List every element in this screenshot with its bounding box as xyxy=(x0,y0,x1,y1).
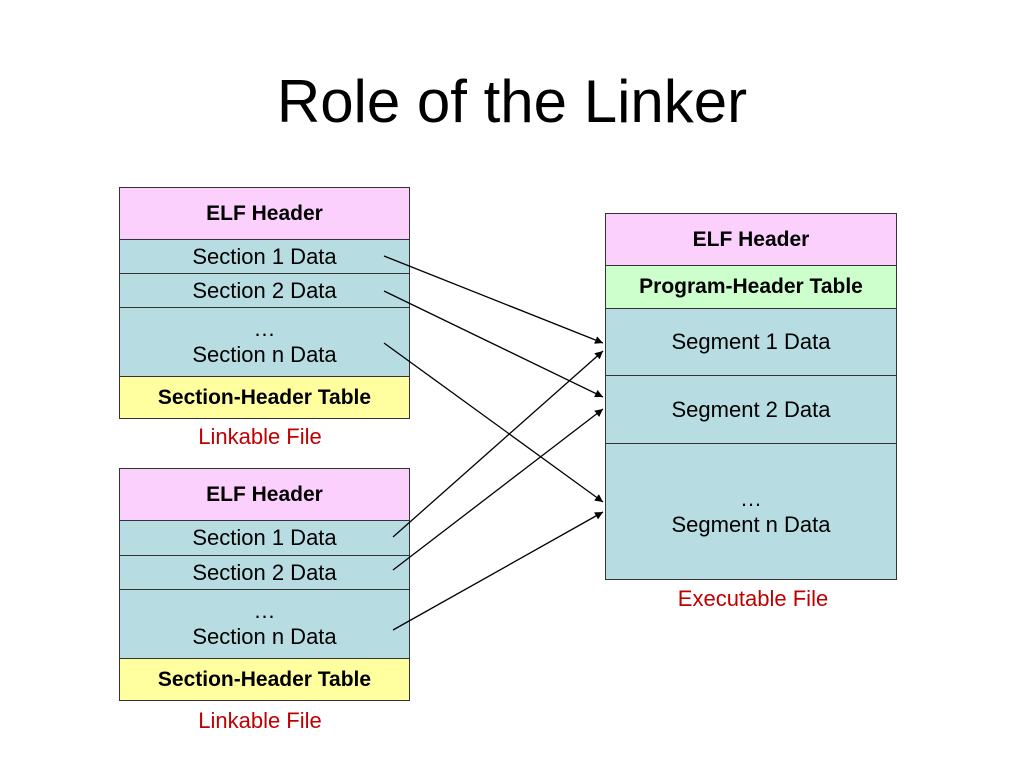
segment-2-data: Segment 2 Data xyxy=(605,375,897,444)
arrow-f1-s1-to-seg1 xyxy=(383,255,604,344)
program-header-table: Program-Header Table xyxy=(605,265,897,309)
segment-n-data: … Segment n Data xyxy=(605,443,897,580)
arrow-f2-sn-to-segn xyxy=(392,511,604,631)
ellipsis-text: … xyxy=(253,316,276,341)
arrow-f1-s2-to-seg2 xyxy=(383,290,604,398)
section-header-table: Section-Header Table xyxy=(119,658,410,701)
ellipsis-text: … xyxy=(740,485,762,511)
arrow-f2-s2-to-seg2 xyxy=(392,408,604,571)
section-n-label: Section n Data xyxy=(192,624,337,649)
elf-header: ELF Header xyxy=(119,187,410,240)
arrow-f2-s1-to-seg1 xyxy=(392,350,604,538)
section-1-data: Section 1 Data xyxy=(119,520,410,556)
ellipsis-text: … xyxy=(253,598,276,623)
segment-1-data: Segment 1 Data xyxy=(605,308,897,376)
section-n-label: Section n Data xyxy=(192,342,337,367)
section-2-data: Section 2 Data xyxy=(119,555,410,590)
executable-file-caption: Executable File xyxy=(677,586,829,611)
elf-header: ELF Header xyxy=(119,468,410,521)
section-header-table: Section-Header Table xyxy=(119,376,410,419)
section-n-data: … Section n Data xyxy=(119,307,410,377)
arrow-f1-sn-to-segn xyxy=(383,342,604,503)
linkable-file-caption: Linkable File xyxy=(198,424,322,449)
slide-title: Role of the Linker xyxy=(276,68,748,135)
linkable-file-caption: Linkable File xyxy=(198,708,322,733)
section-n-data: … Section n Data xyxy=(119,589,410,659)
segment-n-label: Segment n Data xyxy=(671,511,831,537)
